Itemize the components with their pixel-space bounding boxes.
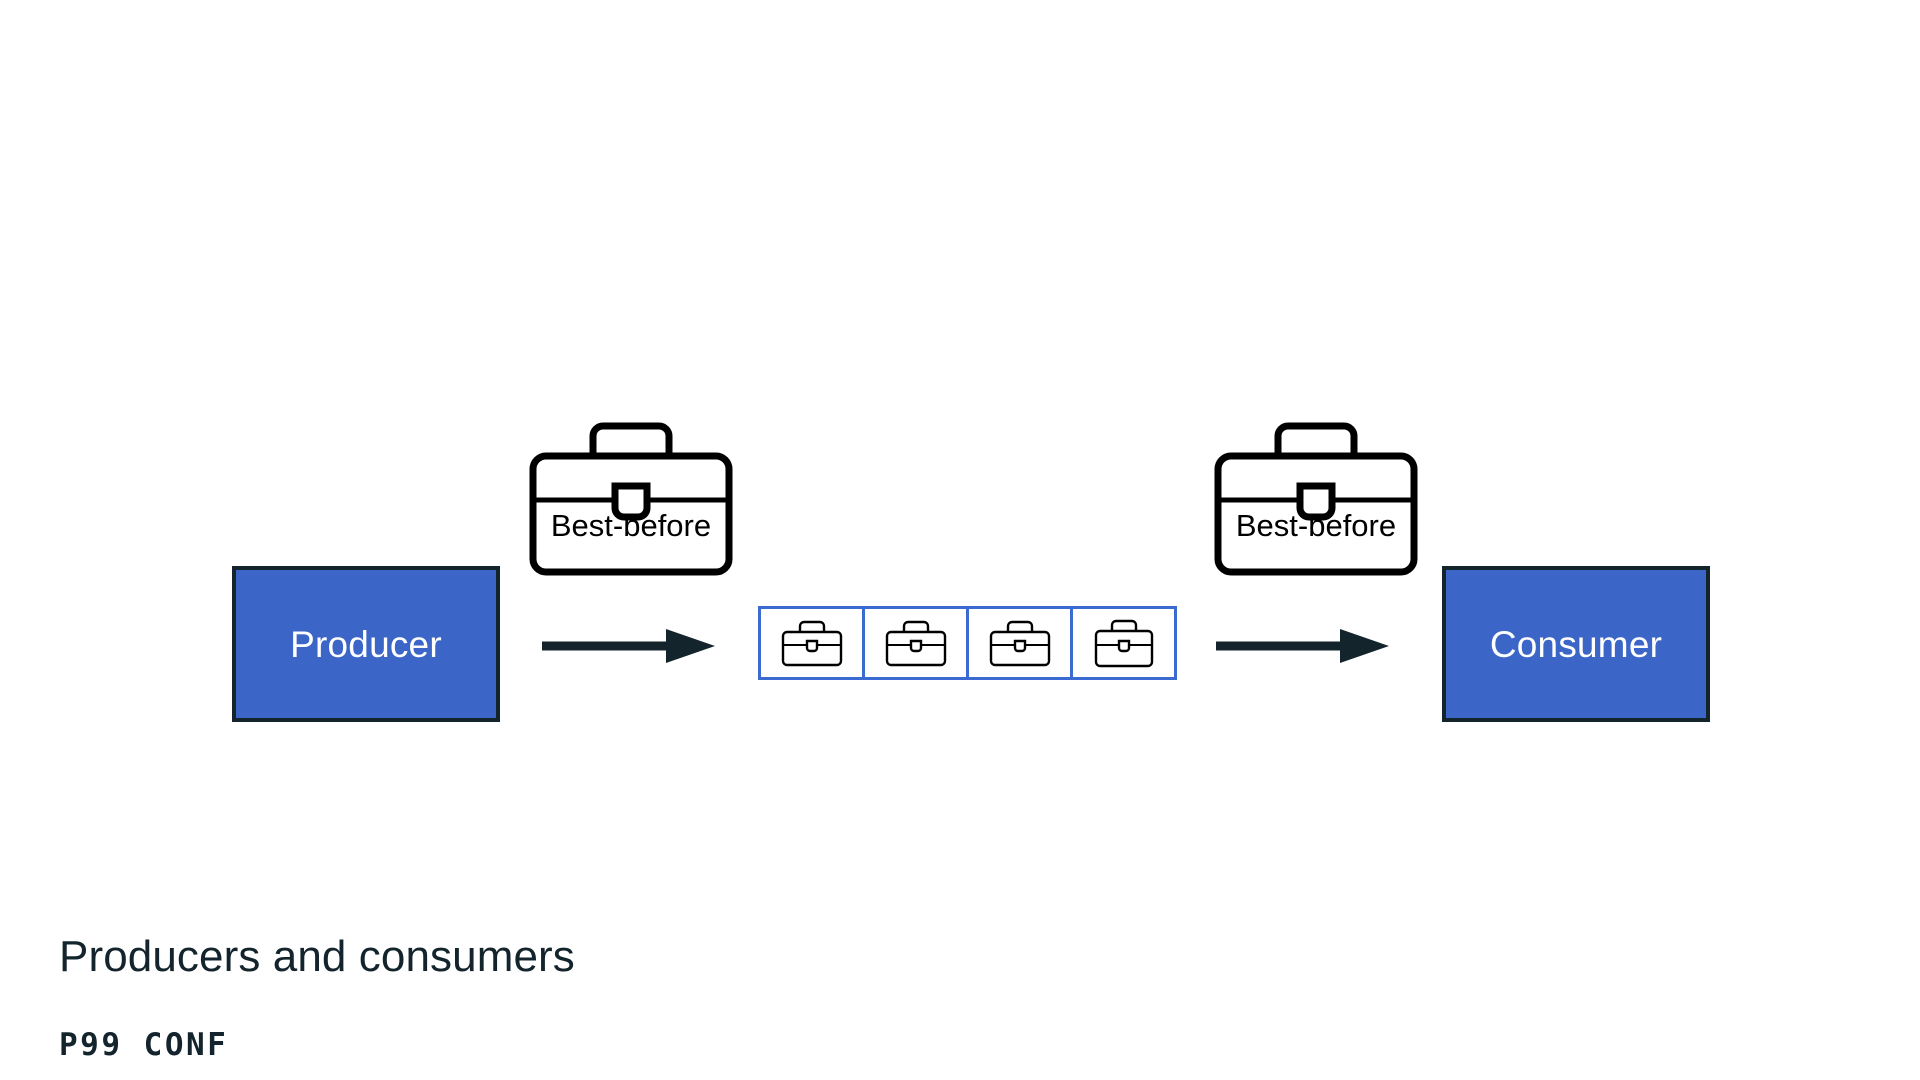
message-queue[interactable] [758,606,1177,680]
best-before-label: Best-before [1235,508,1397,543]
producer-node[interactable]: Producer [232,566,500,722]
best-before-label: Best-before [550,508,712,543]
consumer-label: Consumer [1489,623,1663,665]
brand-logo-text: P99 CONF [59,1030,229,1063]
slide-title: Producers and consumers [59,932,575,981]
queue-cell[interactable] [862,606,969,680]
briefcase-consumed: Best-before [1209,398,1423,580]
briefcase-icon [529,422,733,576]
arrow-right-icon [542,629,715,663]
brand-logo: P99 CONF [59,1030,228,1080]
queue-cell[interactable] [966,606,1073,680]
queue-cell[interactable] [758,606,865,680]
producer-label: Producer [290,623,442,665]
briefcase-icon [781,620,842,667]
queue-cell[interactable] [1070,606,1177,680]
arrow-right-icon [1216,629,1389,663]
briefcase-produced: Best-before [524,398,738,580]
briefcase-icon [989,620,1050,667]
briefcase-icon [1214,422,1418,576]
briefcase-icon [1094,619,1153,668]
consumer-node[interactable]: Consumer [1442,566,1710,722]
briefcase-icon [885,620,946,667]
arrow-producer-to-queue [540,625,720,667]
arrow-queue-to-consumer [1214,625,1394,667]
